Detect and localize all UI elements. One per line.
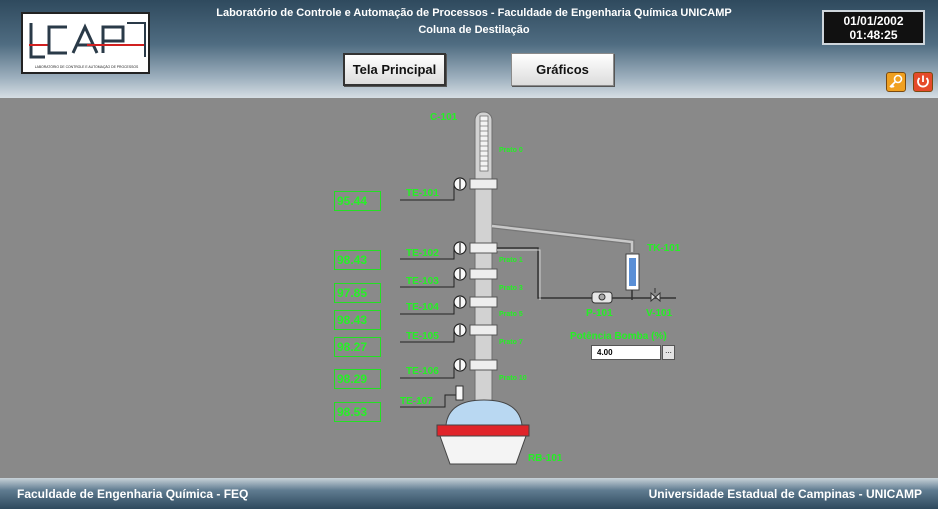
valve-body [650, 291, 661, 303]
pump-power-label: Potência Bomba (%) [570, 331, 667, 342]
valve-label: V-101 [646, 308, 673, 319]
lcap-logo: LABORATÓRIO DE CONTROLE E AUTOMAÇÃO DE P… [21, 12, 150, 74]
temperature-readout: 98.29 [334, 369, 381, 389]
sensor-tag: TE-104 [406, 302, 439, 313]
page-title: Laboratório de Controle e Automação de P… [216, 7, 732, 19]
main-screen-button[interactable]: Tela Principal [343, 53, 446, 86]
te-107-probe [455, 385, 464, 401]
heater-base [439, 435, 527, 465]
heater-band [436, 424, 530, 437]
sensor-tag: TE-102 [406, 248, 439, 259]
sensor-tag: TE-105 [406, 331, 439, 342]
condenser-tubes [479, 115, 489, 172]
key-icon [889, 74, 903, 89]
power-button[interactable] [913, 72, 933, 92]
sensor-tag: TE-107 [400, 396, 433, 407]
pump-power-edit-button[interactable]: ... [662, 345, 675, 360]
footer-bar: Faculdade de Engenharia Química - FEQ Un… [0, 478, 938, 509]
plate-label: Prato 5 [499, 311, 523, 318]
plate-label: Prato 10 [499, 375, 527, 382]
pump-power-input[interactable]: 4.00 [591, 345, 661, 360]
sensor-tag: TE-106 [406, 366, 439, 377]
reboiler-flask [445, 399, 523, 426]
time-text: 01:48:25 [849, 28, 898, 42]
temperature-readout: 98.27 [334, 337, 381, 357]
sensor-tag: TE-101 [406, 188, 439, 199]
charts-button[interactable]: Gráficos [511, 53, 614, 86]
temperature-readout: 95.44 [334, 191, 381, 211]
temperature-readout: 97.85 [334, 283, 381, 303]
plate-label: Prato 7 [499, 339, 523, 346]
plate-label: Prato 1 [499, 257, 523, 264]
page-subtitle: Coluna de Destilação [418, 24, 530, 36]
column-flanges [469, 178, 498, 371]
power-icon [917, 75, 929, 88]
logo-caption: LABORATÓRIO DE CONTROLE E AUTOMAÇÃO DE P… [34, 65, 139, 69]
temperature-readout: 98.43 [334, 250, 381, 270]
pump-label: P-101 [586, 308, 613, 319]
datetime-display: 01/01/2002 01:48:25 [822, 10, 925, 45]
tank-label: TK-101 [647, 243, 681, 254]
plate-label: Prato 3 [499, 285, 523, 292]
footer-faculty: Faculdade de Engenharia Química - FEQ [17, 487, 249, 501]
header-bar: LABORATÓRIO DE CONTROLE E AUTOMAÇÃO DE P… [0, 0, 938, 98]
sensor-lines [400, 184, 460, 408]
reboiler-label: RB-101 [528, 453, 563, 464]
temperature-readout: 98.43 [334, 310, 381, 330]
key-button[interactable] [886, 72, 906, 92]
logo-graphic [29, 22, 146, 59]
reflux-pipe [497, 247, 676, 299]
date-text: 01/01/2002 [843, 14, 904, 28]
temperature-readout: 98.53 [334, 402, 381, 422]
condenser-lines [480, 120, 488, 167]
footer-university: Universidade Estadual de Campinas - UNIC… [648, 487, 922, 501]
sensor-tag: TE-103 [406, 276, 439, 287]
process-diagram [400, 111, 676, 465]
column-label: C-101 [430, 112, 458, 123]
plate-label: Prato 0 [499, 147, 523, 154]
